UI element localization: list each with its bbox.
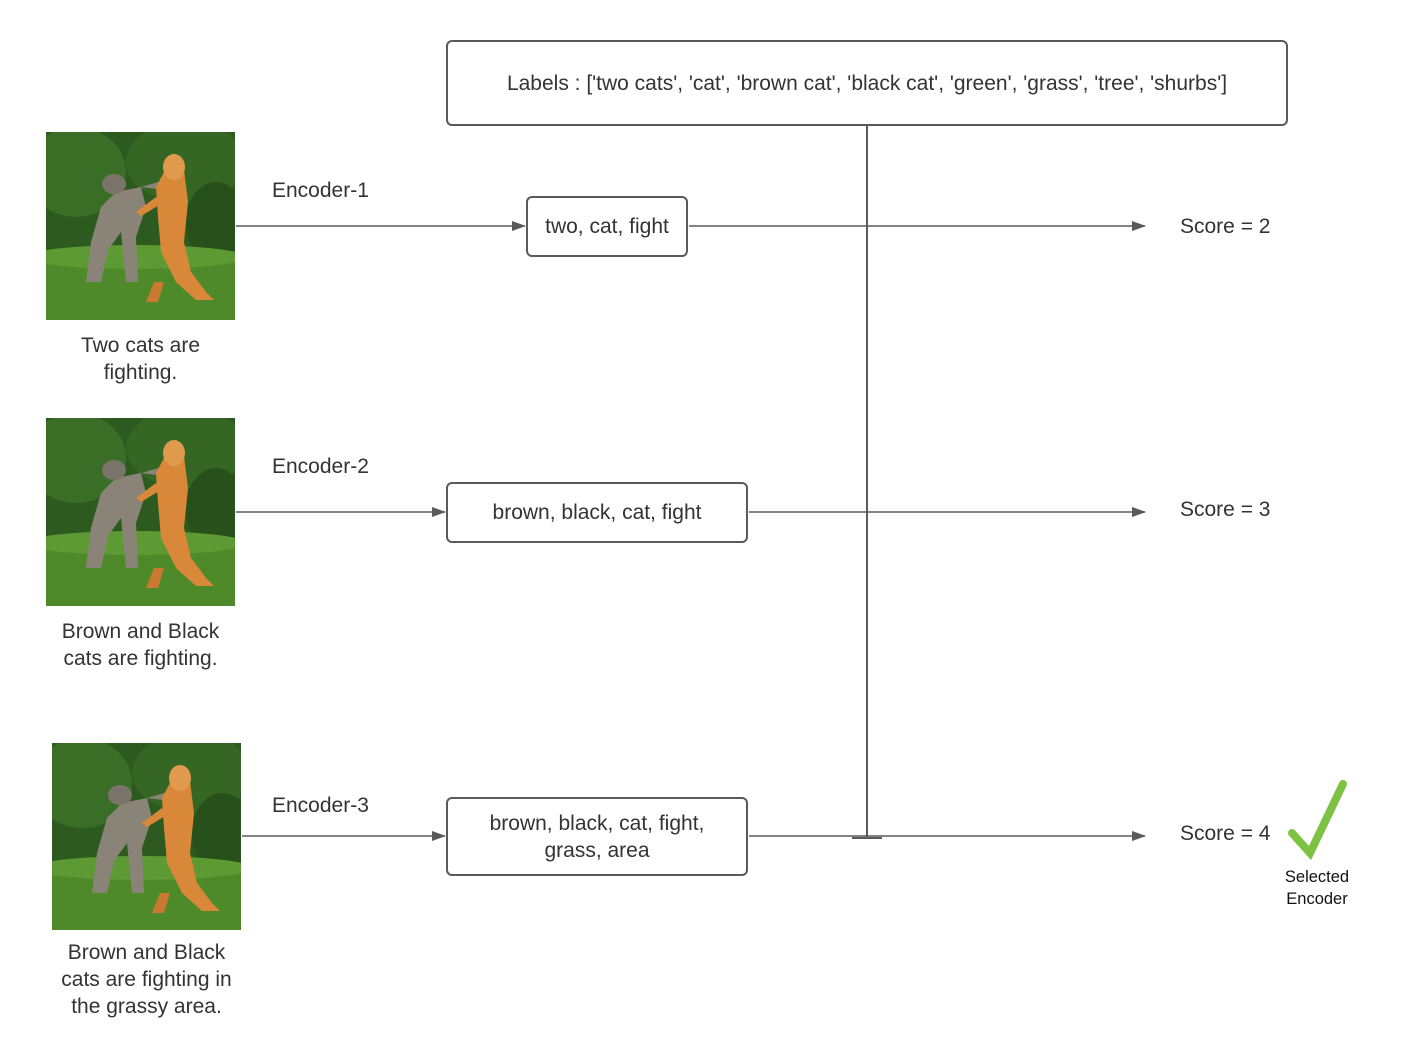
keywords-box-3: brown, black, cat, fight, grass, area	[446, 797, 748, 876]
caption-1: Two cats are fighting.	[40, 332, 241, 386]
caption-3: Brown and Black cats are fighting in the…	[36, 939, 257, 1020]
cat-photo-1	[46, 132, 235, 320]
cat-photo-2	[46, 418, 235, 606]
keywords-box-1: two, cat, fight	[526, 196, 688, 257]
caption-2-line-2: cats are fighting.	[63, 647, 218, 670]
caption-2-line-1: Brown and Black	[61, 620, 220, 643]
encoder-2-label: Encoder-2	[272, 455, 369, 478]
cat-photo-3	[52, 743, 241, 930]
score-3-label: Score = 4	[1180, 822, 1271, 845]
selected-line-1: Selected	[1284, 868, 1350, 886]
keywords-2-text: brown, black, cat, fight	[492, 501, 702, 524]
selected-encoder-label: Selected Encoder	[1267, 866, 1367, 910]
score-1-label: Score = 2	[1180, 215, 1271, 238]
encoder-3-label: Encoder-3	[272, 794, 369, 817]
labels-box: Labels : ['two cats', 'cat', 'brown cat'…	[446, 40, 1288, 126]
keywords-1-text: two, cat, fight	[545, 215, 669, 238]
caption-2: Brown and Black cats are fighting.	[30, 618, 251, 672]
labels-text: Labels : ['two cats', 'cat', 'brown cat'…	[506, 71, 1228, 95]
caption-3-line-1: Brown and Black	[67, 941, 226, 964]
caption-3-line-2: cats are fighting in	[61, 968, 232, 991]
score-2-label: Score = 3	[1180, 498, 1271, 521]
keywords-box-2: brown, black, cat, fight	[446, 482, 748, 543]
caption-1-line-2: fighting.	[103, 361, 178, 384]
selected-line-2: Encoder	[1286, 890, 1348, 908]
keywords-3-line-2: grass, area	[544, 838, 650, 862]
caption-1-line-1: Two cats are	[80, 334, 201, 357]
keywords-3-line-1: brown, black, cat, fight,	[489, 811, 705, 835]
encoder-1-label: Encoder-1	[272, 179, 369, 202]
caption-3-line-3: the grassy area.	[71, 995, 222, 1018]
checkmark-icon	[1288, 780, 1347, 861]
